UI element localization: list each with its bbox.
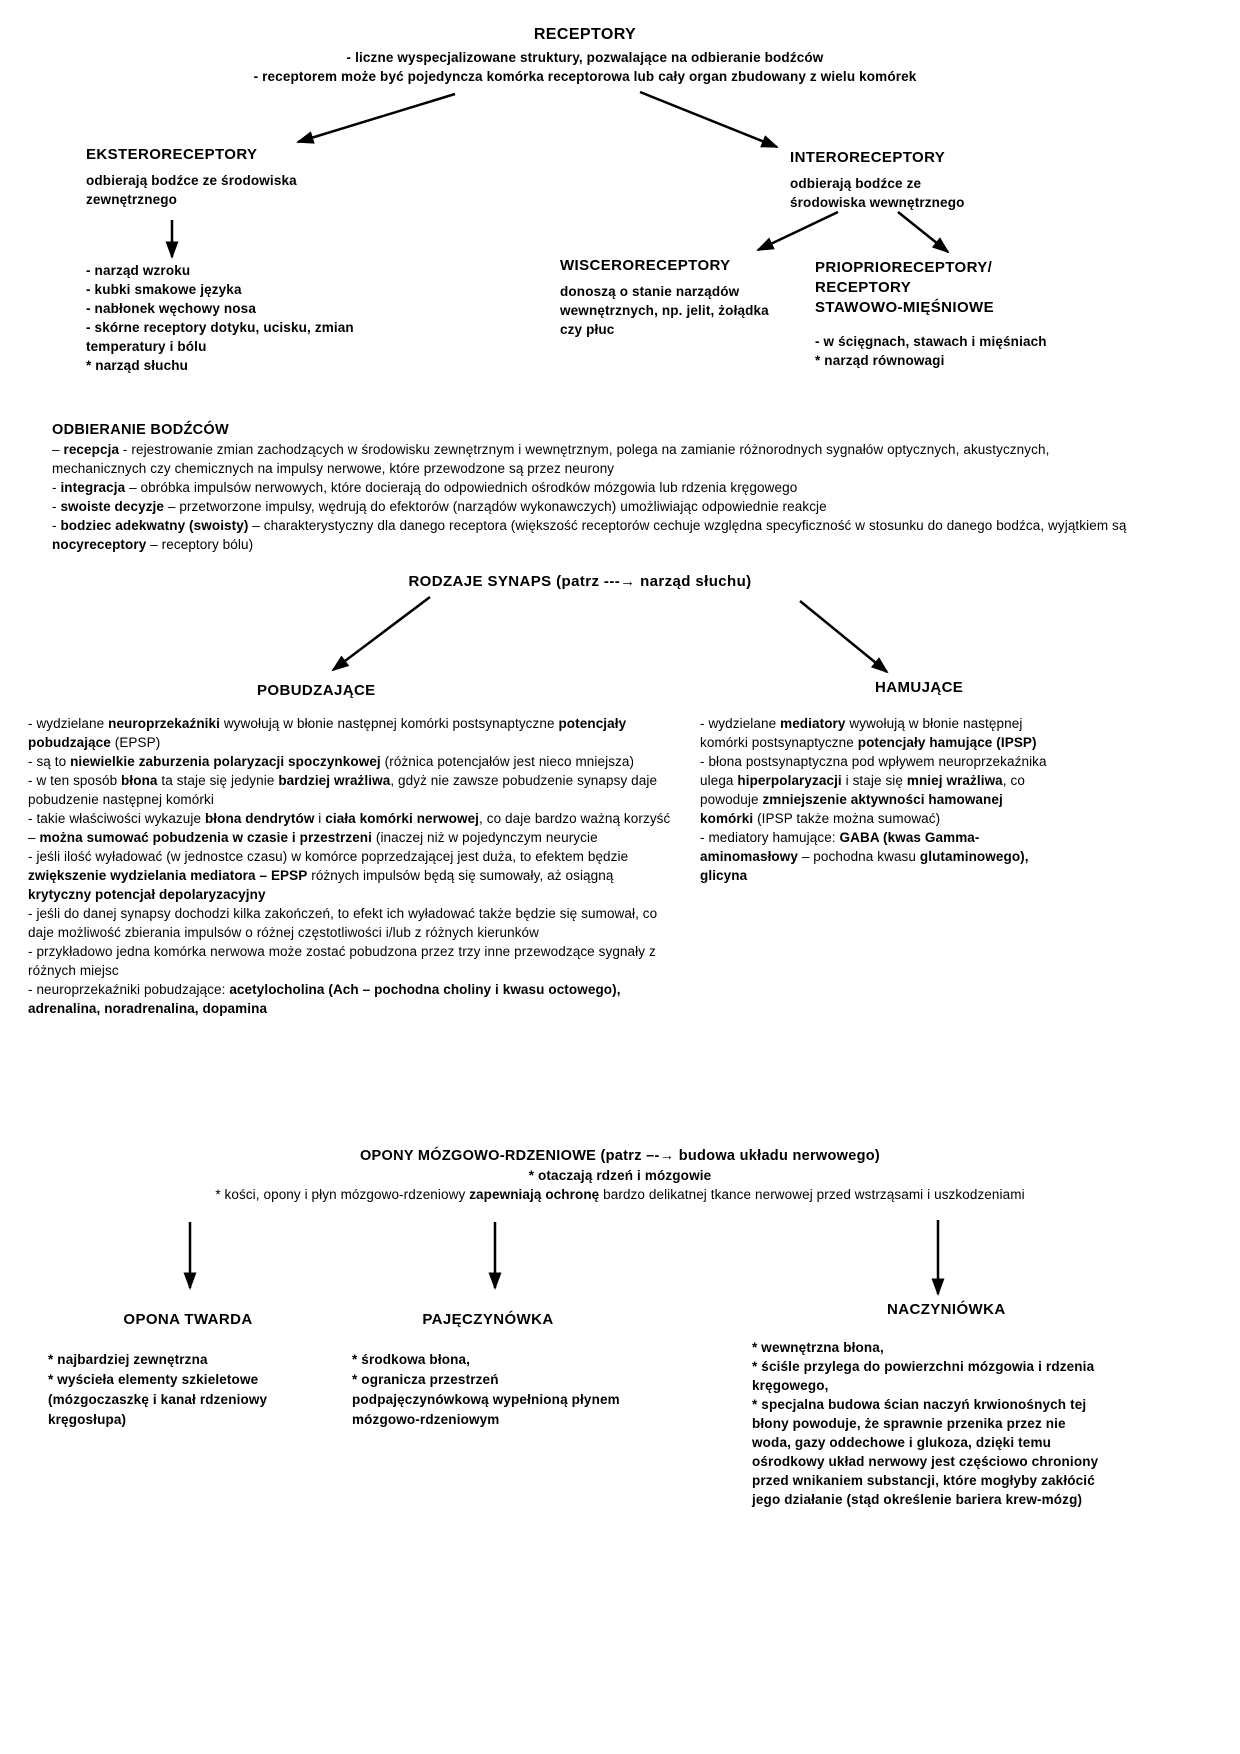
pobudzajace-notes: - wydzielane neuroprzekaźniki wywołują w…: [28, 714, 676, 1018]
prioprioreceptory-heading: PRIOPRIORECEPTORY/ RECEPTORY STAWOWO-MIĘ…: [815, 259, 995, 316]
opona-twarda-notes: * najbardziej zewnętrzna * wyścieła eleme…: [48, 1350, 320, 1430]
receptory-line1: - liczne wyspecjalizowane struktury, poz…: [346, 50, 824, 65]
eksteroreceptory-examples: - narząd wzroku - kubki smakowe języka - n…: [86, 261, 418, 375]
text-line: * specjalna budowa ścian naczyń krwionoś…: [752, 1397, 1099, 1507]
prioprioreceptory-section: PRIOPRIORECEPTORY/ RECEPTORY STAWOWO-MIĘ…: [815, 258, 1105, 370]
eksteroreceptory-section: EKSTERORECEPTORY odbierają bodźce ze śro…: [86, 145, 386, 209]
text-line: - w ścięgnach, stawach i mięśniach: [815, 334, 1047, 349]
naczyniowka-notes: * wewnętrzna błona, * ściśle przylega do …: [752, 1338, 1104, 1509]
arrow-synaps-to-pobudzajace: [331, 596, 431, 672]
opony-line2: * kości, opony i płyn mózgowo-rdzeniowy …: [215, 1187, 1025, 1202]
arrow-intero-to-wiscero: [756, 210, 839, 252]
text-line: - wydzielane mediatory wywołują w błonie…: [700, 716, 1037, 750]
text-line: - takie właściwości wykazuje błona dendr…: [28, 811, 671, 845]
text-line: - bodziec adekwatny (swoisty) – charakte…: [52, 518, 1127, 552]
interoreceptory-heading: INTERORECEPTORY: [790, 149, 946, 166]
interoreceptory-desc: odbierają bodźce ze środowiska wewnętrzn…: [790, 176, 965, 210]
text-line: - narząd wzroku: [86, 263, 191, 278]
text-line: * wewnętrzna błona,: [752, 1340, 884, 1355]
odbieranie-heading: ODBIERANIE BODŹCÓW: [52, 422, 229, 438]
arrow-intero-to-prioprio: [897, 211, 950, 254]
eksteroreceptory-heading: EKSTERORECEPTORY: [86, 146, 258, 163]
interoreceptory-section: INTERORECEPTORY odbierają bodźce ze środ…: [790, 148, 1040, 212]
odbieranie-notes: – recepcja - rejestrowanie zmian zachodz…: [52, 440, 1130, 554]
opony-line1: * otaczają rdzeń i mózgowie: [528, 1168, 712, 1183]
text-line: - wydzielane neuroprzekaźniki wywołują w…: [28, 716, 627, 750]
text-line: - neuroprzekaźniki pobudzające: acetyloc…: [28, 982, 621, 1016]
text-line: - skórne receptory dotyku, ucisku, zmian…: [86, 320, 354, 354]
arrow-title-to-ekstero: [296, 92, 456, 144]
text-line: – recepcja - rejestrowanie zmian zachodz…: [52, 442, 1050, 476]
text-line: - kubki smakowe języka: [86, 282, 242, 297]
text-line: * środkowa błona,: [352, 1352, 471, 1367]
opona-twarda-heading: OPONA TWARDA: [123, 1311, 253, 1328]
text-line: - jeśli ilość wyładować (w jednostce cza…: [28, 849, 629, 902]
text-line: * najbardziej zewnętrzna: [48, 1352, 208, 1367]
text-line: - nabłonek węchowy nosa: [86, 301, 256, 316]
wisceroreceptory-desc: donoszą o stanie narządów wewnętrznych, …: [560, 284, 769, 337]
text-line: * ogranicza przestrzeń podpajęczynówkową…: [352, 1372, 620, 1427]
odbieranie-bodzcow-section: ODBIERANIE BODŹCÓW – recepcja - rejestro…: [52, 420, 1130, 554]
hamujace-notes: - wydzielane mediatory wywołują w błonie…: [700, 714, 1048, 885]
arrow-synaps-to-hamujace: [799, 600, 889, 674]
text-line: * narząd słuchu: [86, 358, 189, 373]
pajeczynowka-notes: * środkowa błona, * ogranicza przestrzeń …: [352, 1350, 624, 1430]
text-line: * ściśle przylega do powierzchni mózgowi…: [752, 1359, 1095, 1393]
text-line: - przykładowo jedna komórka nerwowa może…: [28, 944, 656, 978]
prioprioreceptory-notes: - w ścięgnach, stawach i mięśniach * narz…: [815, 332, 1105, 370]
pobudzajace-heading: POBUDZAJĄCE: [257, 682, 376, 699]
receptory-section: RECEPTORY - liczne wyspecjalizowane stru…: [0, 26, 1170, 86]
wisceroreceptory-heading: WISCERORECEPTORY: [560, 257, 731, 274]
text-line: - swoiste decyzje – przetworzone impulsy…: [52, 499, 827, 514]
pajeczynowka-heading: PAJĘCZYNÓWKA: [422, 1311, 554, 1328]
wisceroreceptory-section: WISCERORECEPTORY donoszą o stanie narząd…: [560, 256, 830, 339]
text-line: * wyścieła elementy szkieletowe (mózgocz…: [48, 1372, 268, 1427]
opony-heading: OPONY MÓZGOWO-RDZENIOWE (patrz –-→ budow…: [359, 1148, 881, 1164]
text-line: - jeśli do danej synapsy dochodzi kilka …: [28, 906, 658, 940]
rodzaje-synaps-heading: RODZAJE SYNAPS (patrz ---→ narząd słuchu…: [408, 573, 752, 590]
opony-section: OPONY MÓZGOWO-RDZENIOWE (patrz –-→ budow…: [35, 1146, 1205, 1204]
page-title: RECEPTORY: [533, 26, 637, 43]
receptory-line2: - receptorem może być pojedyncza komórka…: [253, 69, 917, 84]
eksteroreceptory-desc: odbierają bodźce ze środowiska zewnętrzn…: [86, 173, 297, 207]
text-line: - są to niewielkie zaburzenia polaryzacj…: [28, 754, 635, 769]
text-line: - błona postsynaptyczna pod wpływem neur…: [700, 754, 1047, 826]
text-line: - mediatory hamujące: GABA (kwas Gamma-a…: [700, 830, 1029, 883]
naczyniowka-heading: NACZYNIÓWKA: [887, 1301, 1006, 1318]
arrow-title-to-intero: [639, 90, 779, 149]
hamujace-heading: HAMUJĄCE: [875, 679, 964, 696]
text-line: * narząd równowagi: [815, 353, 945, 368]
text-line: - w ten sposób błona ta staje się jedyni…: [28, 773, 658, 807]
text-line: - integracja – obróbka impulsów nerwowyc…: [52, 480, 798, 495]
